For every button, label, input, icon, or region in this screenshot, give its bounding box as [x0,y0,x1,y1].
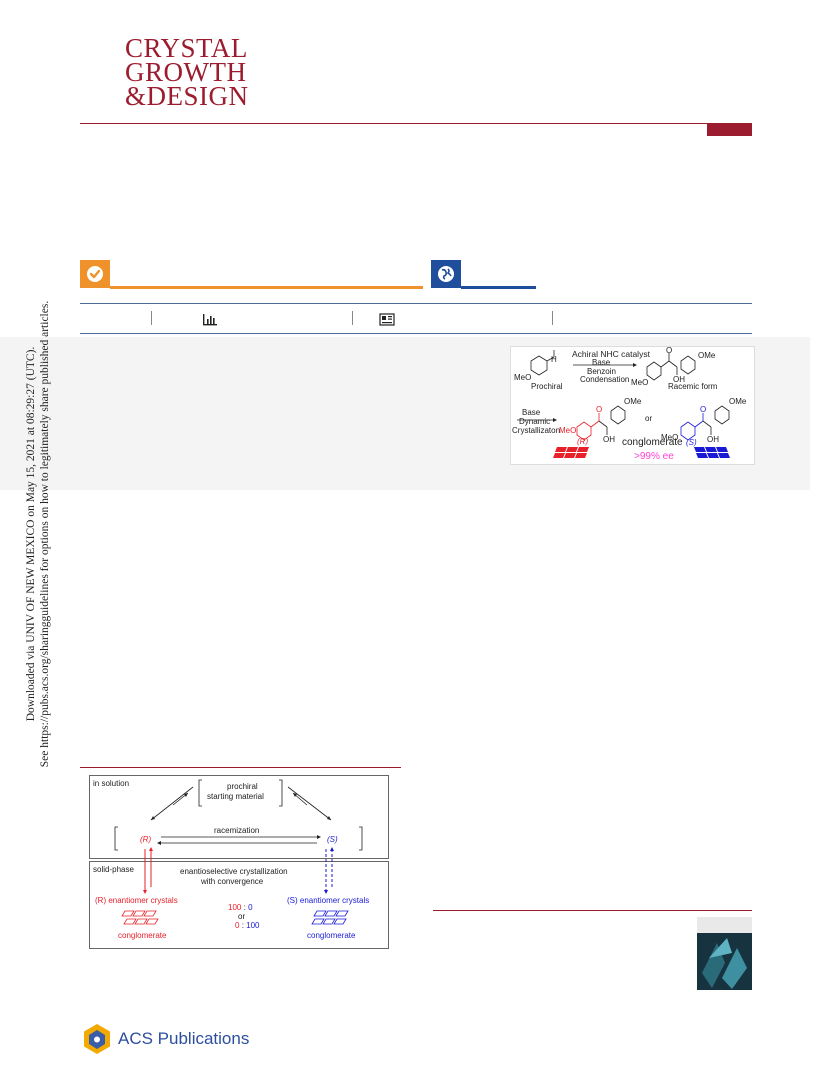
toc-oh1: OH [673,375,685,384]
scheme-starting2: starting material [207,792,264,801]
metrics-bottom-rule [80,333,752,334]
journal-cover-thumbnail[interactable] [697,917,752,990]
checkmark-icon [87,266,103,282]
scheme-arrows [114,779,363,925]
scheme-r: (R) [140,835,152,844]
scheme-colon2: : [241,921,244,930]
toc-reaction1: Benzoin [587,367,616,376]
journal-name-line2: GROWTH [125,57,247,87]
toc-meo2: MeO [631,378,649,387]
download-notice-line1: Downloaded via UNIV OF NEW MEXICO on May… [25,346,37,722]
acs-hexagon-icon [84,1024,110,1054]
metrics-separator [151,311,152,325]
scheme-r-crystals: (R) enantiomer crystals [95,896,178,905]
toc-meo1: MeO [514,373,532,382]
toc-s-label: (S) [686,438,697,447]
toc-conglomerate: conglomerate [622,437,683,448]
open-access-underline [110,286,423,289]
cover-masthead [697,917,752,933]
header-rule [80,123,752,124]
scheme-or: or [238,912,246,921]
scheme-racemization: racemization [214,826,260,835]
metrics-separator [352,311,353,325]
scheme-colon1: : [243,903,246,912]
globe-icon [438,266,454,282]
toc-racemic: Racemic form [668,382,718,391]
solution-box [89,775,389,859]
download-notice: Downloaded via UNIV OF NEW MEXICO on May… [24,224,52,844]
download-notice-line2[interactable]: See https://pubs.acs.org/sharingguidelin… [39,300,51,768]
cover-art [702,938,747,989]
toc-or: or [645,414,653,423]
toc-o3: O [700,405,707,414]
toc-structures [517,350,730,458]
scheme-rule [80,767,401,768]
journal-name-line3: &DESIGN [125,81,249,111]
global-access-underline [461,286,536,289]
scheme-conglomerate-s: conglomerate [307,931,356,940]
toc-reaction2: Condensation [580,375,630,384]
toc-h: H [551,355,557,364]
toc-meo3: MeO [559,426,577,435]
scheme-ratio1: 100 : 0 [228,903,253,912]
scheme-in-solution: in solution [93,779,130,788]
article-recommendations-icon[interactable] [379,313,395,326]
toc-ome2: OMe [624,397,642,406]
scheme-starting1: prochiral [227,782,258,791]
footer-rule [433,910,752,911]
publisher-name: ACS Publications [118,1029,250,1048]
toc-ome1: OMe [698,351,716,360]
toc-r-label: (R) [577,437,589,446]
toc-dynamic1: Dynamic [519,417,551,426]
scheme-ratio1-r: 100 [228,903,242,912]
toc-oh3: OH [707,435,719,444]
scheme-crystallization1: enantioselective crystallization [180,867,288,876]
journal-logo: CRYSTAL GROWTH &DESIGN [125,33,260,111]
scheme-s-crystals: (S) enantiomer crystals [287,896,370,905]
scheme-ratio2-s: 100 [246,921,260,930]
scheme-conglomerate-r: conglomerate [118,931,167,940]
metrics-top-rule [80,303,752,304]
toc-graphic: Achiral NHC catalyst Base Benzoin Conden… [510,346,755,465]
scheme-crystallization2: with convergence [201,877,264,886]
toc-meo4: MeO [661,433,679,442]
scheme-s: (S) [327,835,338,844]
scheme-ratio2: 0 : 100 [235,921,260,930]
toc-ome3: OMe [729,397,747,406]
metrics-separator [552,311,553,325]
toc-dynamic2: Crystallizaton [512,426,561,435]
toc-o1: O [666,346,673,355]
scheme-figure: in solution prochiral starting material … [89,775,389,949]
toc-base1: Base [592,358,611,367]
toc-ee: >99% ee [634,451,674,462]
toc-oh2: OH [603,435,615,444]
open-access-badge[interactable] [80,260,110,288]
article-type-tab [707,123,752,136]
scheme-ratio2-r: 0 [235,921,240,930]
scheme-ratio1-s: 0 [248,903,253,912]
scheme-solid-phase: solid-phase [93,865,134,874]
global-access-badge[interactable] [431,260,461,288]
journal-name-line1: CRYSTAL [125,33,248,63]
toc-prochiral: Prochiral [531,382,563,391]
toc-catalyst: Achiral NHC catalyst [572,349,650,359]
solid-phase-box [89,861,389,949]
bar-chart-icon[interactable] [202,313,218,326]
toc-o2: O [596,405,603,414]
toc-base2: Base [522,408,541,417]
